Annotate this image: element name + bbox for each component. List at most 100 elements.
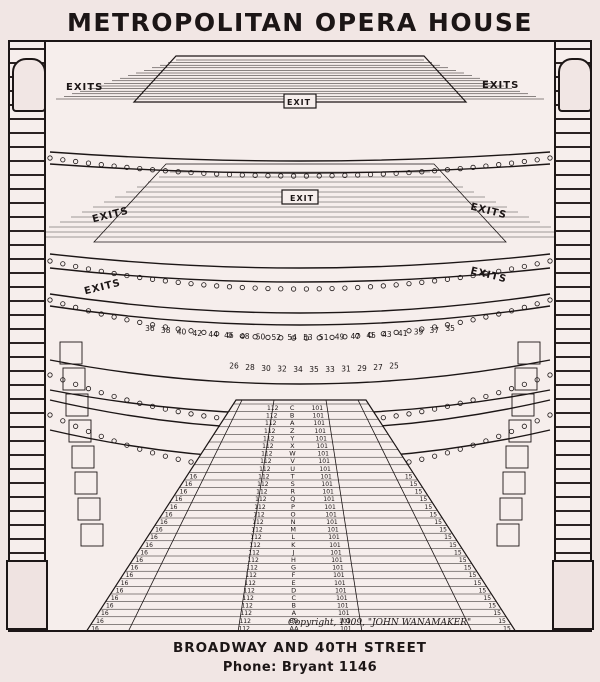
- balcony-band-3-ornament: [162, 324, 168, 330]
- balcony-band-1-ornament: [47, 155, 53, 161]
- side-left-seat-number: 16: [106, 603, 114, 610]
- center-seat-number: 101: [328, 534, 340, 541]
- side-left-seat-number: 16: [96, 618, 104, 625]
- balcony-band-1-ornament: [124, 164, 130, 170]
- center-seat-number: 101: [337, 603, 349, 610]
- center-seat-number: 101: [332, 565, 344, 572]
- boxes-band-grand-tier-ornament: [508, 386, 515, 392]
- balcony-band-1-ornament: [252, 172, 258, 179]
- parterre-box-number: 32: [277, 364, 287, 373]
- left-seat-number: 112: [245, 572, 257, 579]
- balcony-band-3-ornament: [342, 334, 348, 340]
- side-right-seat-number: 15: [410, 481, 418, 488]
- balcony-band-2-ornament: [380, 283, 386, 289]
- boxes-band-parterre-ornament: [444, 450, 451, 456]
- grand-tier-box-number: 52: [272, 333, 282, 342]
- balcony-band-2-ornament: [508, 266, 515, 272]
- center-seat-number: 101: [335, 587, 347, 594]
- balcony-seating: [93, 163, 507, 243]
- balcony-band-3-ornament: [265, 334, 271, 340]
- balcony-band-1-ornament: [111, 163, 117, 169]
- balcony-band-1-ornament: [278, 173, 284, 179]
- balcony-band-2-ornament: [432, 278, 438, 284]
- balcony-band-1-ornament: [188, 169, 194, 176]
- left-seat-number: 112: [260, 458, 272, 465]
- balcony-band-3-ornament: [137, 319, 143, 325]
- row-letter: Y: [289, 434, 294, 442]
- boxes-band-parterre-ornament: [47, 412, 53, 418]
- grand-tier-box-number: 46: [224, 331, 234, 340]
- side-box-right: [505, 445, 529, 469]
- balcony-band-3-bottom: [49, 305, 551, 326]
- center-seat-number: 101: [315, 428, 327, 435]
- side-box-left: [74, 471, 98, 495]
- left-aisle: [237, 399, 275, 630]
- side-left-seat-number: 16: [189, 473, 197, 480]
- side-left-seat-number: 16: [150, 534, 158, 541]
- side-box-right: [511, 393, 535, 417]
- boxes-band-parterre-ornament: [419, 456, 425, 462]
- grand-tier-box-number: 38: [161, 326, 171, 335]
- balcony-band-3-ornament: [214, 331, 220, 337]
- balcony-band-3-ornament: [60, 301, 66, 307]
- center-seat-number: 101: [333, 572, 345, 579]
- balcony-band-3-ornament: [470, 317, 476, 323]
- side-left-seat-number: 16: [126, 572, 134, 579]
- side-right-seat-number: 15: [464, 565, 472, 572]
- center-seat-number: 101: [340, 625, 352, 630]
- balcony-band-1-ornament: [483, 163, 489, 169]
- balcony-band-2-ornament: [406, 281, 412, 287]
- balcony-band-3-ornament: [303, 335, 310, 341]
- center-seat-number: 101: [319, 466, 331, 473]
- left-seat-number: 112: [262, 443, 274, 450]
- balcony-band-1-ornament: [444, 167, 451, 173]
- side-box-left: [68, 419, 92, 443]
- left-seat-number: 112: [255, 496, 267, 503]
- balcony-band-3-ornament: [201, 329, 207, 335]
- balcony-band-1-ornament: [73, 158, 79, 165]
- grand-tier-box-number: 42: [193, 329, 203, 338]
- balcony-band-1-ornament: [239, 172, 245, 178]
- balcony-band-3-top: [49, 293, 551, 314]
- balcony-band-1-ornament: [534, 157, 540, 163]
- center-seat-number: 101: [327, 527, 339, 534]
- center-seat-number: 101: [317, 451, 329, 458]
- boxes-band-grand-tier-ornament: [380, 415, 386, 421]
- balcony-band-3-ornament: [432, 324, 438, 330]
- boxes-band-grand-tier-ornament: [137, 400, 143, 406]
- boxes-band-grand-tier-ornament: [444, 403, 451, 409]
- center-seat-number: 101: [339, 618, 351, 625]
- balcony-band-1-ornament: [508, 160, 515, 166]
- grand-tier-box-number: 48: [240, 332, 250, 341]
- balcony-band-2-ornament: [98, 268, 104, 274]
- balcony-band-3-ornament: [367, 332, 374, 338]
- center-seat-number: 101: [334, 580, 346, 587]
- copyright-notice: Copyright, 1909, "JOHN WANAMAKER": [288, 618, 472, 628]
- side-right-seat-number: 15: [420, 496, 428, 503]
- balcony-band-2-ornament: [278, 286, 284, 292]
- balcony-band-3-ornament: [355, 333, 361, 339]
- center-seat-number: 101: [321, 481, 333, 488]
- balcony-band-1-ornament: [98, 162, 104, 168]
- row-letter: B: [290, 412, 294, 420]
- balcony-band-2-ornament: [60, 261, 66, 267]
- boxes-band-parterre-ornament: [521, 423, 527, 429]
- boxes-band-parterre-ornament: [162, 453, 168, 459]
- balcony-band-1-ornament: [303, 173, 310, 179]
- grand-tier-box-number: 49: [335, 332, 345, 341]
- boxes-band-grand-tier-ornament: [496, 390, 502, 396]
- side-left-seat-number: 16: [165, 511, 173, 518]
- side-left-seat-number: 16: [131, 565, 139, 572]
- center-seat-number: 101: [326, 519, 338, 526]
- left-seat-number: 112: [242, 595, 254, 602]
- balcony-band-1-top: [49, 151, 551, 162]
- balcony-band-2-ornament: [547, 258, 553, 264]
- row-letter: E: [292, 579, 296, 587]
- balcony-band-2-ornament: [444, 276, 451, 282]
- center-seat-number: 101: [322, 489, 334, 496]
- boxes-band-grand-tier-ornament: [470, 397, 476, 403]
- balcony-band-3-ornament: [175, 326, 181, 332]
- balcony-band-2-ornament: [355, 284, 361, 291]
- side-right-seat-number: 15: [488, 603, 496, 610]
- balcony-band-1-bottom: [49, 163, 551, 174]
